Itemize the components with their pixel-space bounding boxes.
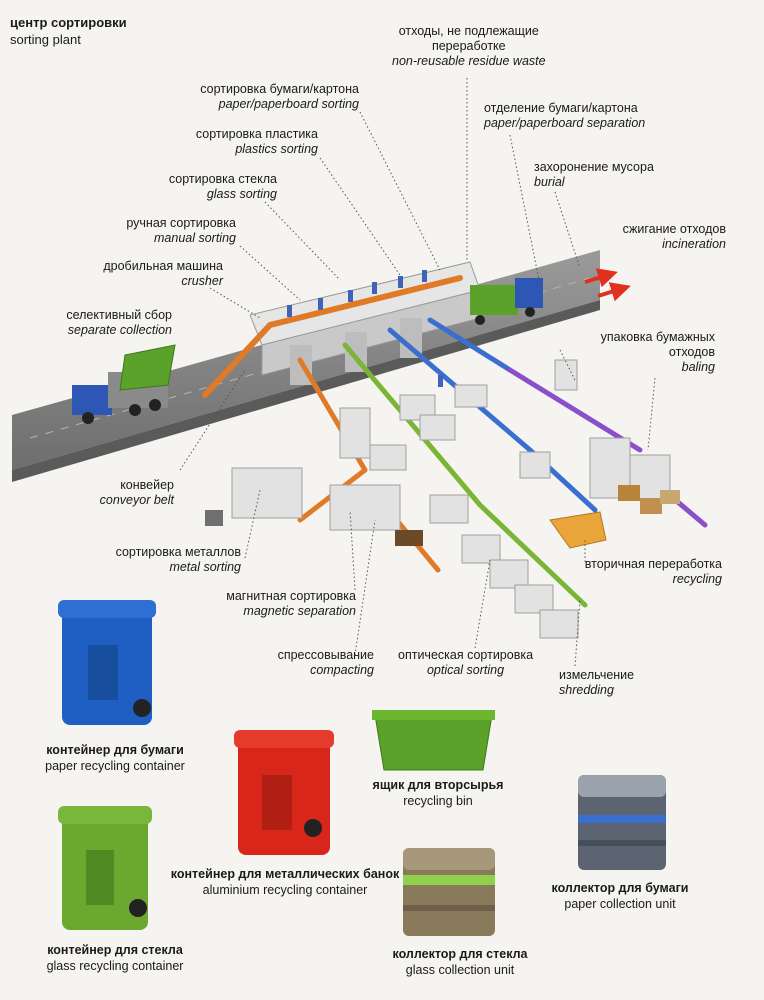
label-conveyor-belt: конвейер conveyor belt [100, 478, 174, 508]
label-magnetic-separation: магнитная сортировка magnetic separation [226, 589, 356, 619]
label-compacting-en: compacting [310, 663, 374, 677]
caption-paper-unit-ru: коллектор для бумаги [551, 881, 689, 895]
label-conveyor-belt-en: conveyor belt [99, 493, 174, 507]
caption-aluminium-container: контейнер для металлических банок alumin… [165, 866, 405, 898]
caption-glass-container-ru: контейнер для стекла [47, 943, 183, 957]
label-manual-sorting-en: manual sorting [154, 231, 236, 245]
label-manual-sorting-ru: ручная сортировка [126, 216, 236, 230]
garbage-truck [72, 344, 176, 424]
sorting-stations [231, 359, 671, 639]
recycled-bales [205, 485, 680, 549]
label-separate-collection-ru: селективный сбор [66, 308, 172, 322]
label-optical-sorting: оптическая сортировка optical sorting [398, 648, 533, 678]
label-baling-ru2: отходов [668, 345, 715, 359]
label-non-reusable-en: non-reusable residue waste [392, 54, 546, 68]
caption-recycling-bin: ящик для вторсырья recycling bin [358, 777, 518, 809]
label-paper-separation-ru: отделение бумаги/картона [484, 101, 638, 115]
label-recycling: вторичная переработка recycling [585, 557, 722, 587]
caption-glass-container: контейнер для стекла glass recycling con… [20, 942, 210, 974]
caption-aluminium-container-en: aluminium recycling container [202, 883, 368, 897]
label-conveyor-belt-ru: конвейер [120, 478, 174, 492]
label-non-reusable-ru2: переработке [431, 39, 506, 53]
recycling-bin-illustration [372, 710, 495, 771]
glass-collection-unit-illustration [403, 848, 495, 936]
paper-collection-unit-illustration [578, 775, 666, 870]
paper-recycling-container-illustration [58, 600, 156, 725]
label-paper-separation-en: paper/paperboard separation [484, 116, 646, 130]
label-paper-sorting-en: paper/paperboard sorting [218, 97, 359, 111]
label-plastics-sorting: сортировка пластика plastics sorting [196, 127, 318, 157]
caption-paper-container: контейнер для бумаги paper recycling con… [30, 742, 200, 774]
leader-lines [179, 78, 656, 667]
caption-recycling-bin-en: recycling bin [403, 794, 473, 808]
label-magnetic-separation-ru: магнитная сортировка [226, 589, 356, 603]
label-metal-sorting-en: metal sorting [169, 560, 241, 574]
label-metal-sorting-ru: сортировка металлов [115, 545, 241, 559]
glass-recycling-container-illustration [58, 806, 152, 930]
label-separate-collection: селективный сбор separate collection [66, 308, 172, 338]
label-glass-sorting: сортировка стекла glass sorting [169, 172, 277, 202]
incineration-arrows [584, 268, 631, 302]
label-non-reusable-ru1: отходы, не подлежащие [398, 24, 539, 38]
label-optical-sorting-ru: оптическая сортировка [398, 648, 534, 662]
title-en: sorting plant [10, 32, 81, 47]
label-manual-sorting: ручная сортировка manual sorting [126, 216, 236, 246]
label-baling-en: baling [681, 360, 715, 374]
label-non-reusable: отходы, не подлежащие переработке non-re… [392, 24, 546, 69]
label-incineration: сжигание отходов incineration [623, 222, 726, 252]
residue-truck [470, 278, 543, 325]
label-magnetic-separation-en: magnetic separation [243, 604, 356, 618]
label-plastics-sorting-en: plastics sorting [235, 142, 318, 156]
label-burial: захоронение мусора burial [534, 160, 654, 190]
title-ru: центр сортировки [10, 15, 127, 30]
label-metal-sorting: сортировка металлов metal sorting [116, 545, 241, 575]
caption-glass-unit-ru: коллектор для стекла [392, 947, 528, 961]
label-crusher-ru: дробильная машина [103, 259, 223, 273]
label-shredding: измельчение shredding [559, 668, 634, 698]
label-shredding-ru: измельчение [559, 668, 635, 682]
label-burial-en: burial [534, 175, 565, 189]
label-compacting-ru: спрессовывание [277, 648, 374, 662]
label-crusher: дробильная машина crusher [103, 259, 223, 289]
workers [287, 270, 443, 387]
caption-paper-unit-en: paper collection unit [564, 897, 676, 911]
label-baling-ru1: упаковка бумажных [600, 330, 715, 344]
label-burial-ru: захоронение мусора [534, 160, 654, 174]
label-crusher-en: crusher [181, 274, 223, 288]
label-incineration-ru: сжигание отходов [622, 222, 726, 236]
label-recycling-en: recycling [672, 572, 722, 586]
label-paper-sorting: сортировка бумаги/картона paper/paperboa… [200, 82, 359, 112]
label-glass-sorting-ru: сортировка стекла [168, 172, 277, 186]
caption-glass-unit-en: glass collection unit [405, 963, 515, 977]
label-baling: упаковка бумажных отходов baling [601, 330, 715, 375]
caption-glass-unit: коллектор для стекла glass collection un… [380, 946, 540, 978]
label-shredding-en: shredding [559, 683, 614, 697]
label-incineration-en: incineration [662, 237, 726, 251]
caption-paper-container-ru: контейнер для бумаги [46, 743, 184, 757]
caption-paper-container-en: paper recycling container [45, 759, 185, 773]
caption-paper-unit: коллектор для бумаги paper collection un… [540, 880, 700, 912]
label-separate-collection-en: separate collection [67, 323, 172, 337]
caption-aluminium-container-ru: контейнер для металлических банок [170, 867, 400, 881]
aluminium-recycling-container-illustration [234, 730, 334, 855]
label-paper-separation: отделение бумаги/картона paper/paperboar… [484, 101, 645, 131]
page-title: центр сортировки sorting plant [10, 14, 127, 48]
label-compacting: спрессовывание compacting [278, 648, 374, 678]
caption-recycling-bin-ru: ящик для вторсырья [372, 778, 504, 792]
label-plastics-sorting-ru: сортировка пластика [195, 127, 318, 141]
label-recycling-ru: вторичная переработка [584, 557, 722, 571]
label-glass-sorting-en: glass sorting [206, 187, 277, 201]
label-paper-sorting-ru: сортировка бумаги/картона [200, 82, 359, 96]
caption-glass-container-en: glass recycling container [46, 959, 184, 973]
label-optical-sorting-en: optical sorting [426, 663, 505, 677]
